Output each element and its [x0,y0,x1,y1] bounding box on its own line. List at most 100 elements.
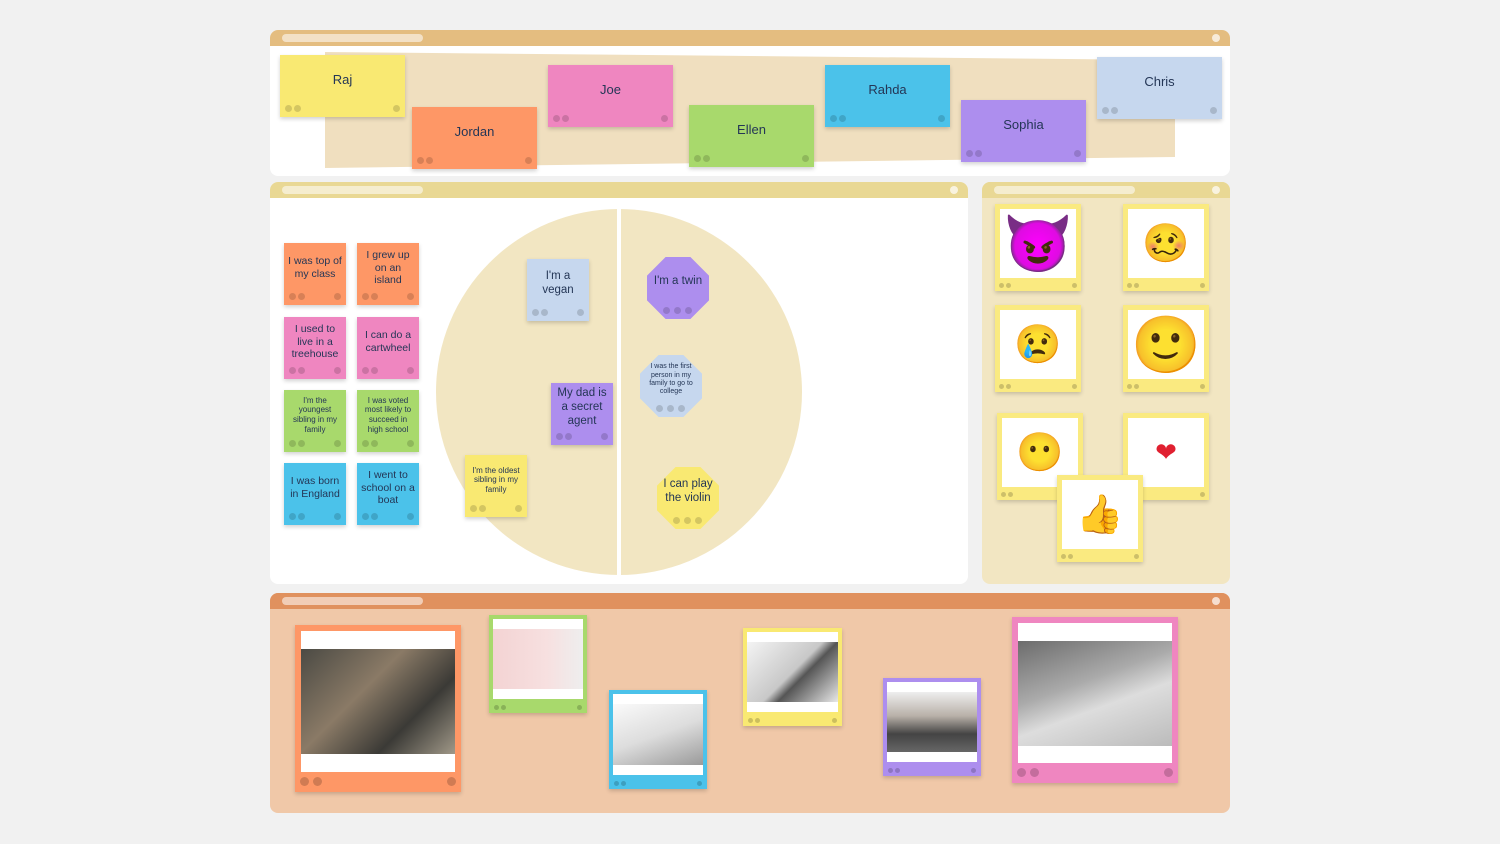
frame-handle[interactable] [1212,186,1220,194]
note-dot [601,433,608,440]
photo-card[interactable] [883,678,981,776]
note-dot [515,505,522,512]
note-dot [695,517,702,524]
note-dot [298,440,305,447]
note-dot [525,157,532,164]
sticky-note[interactable]: Chris [1097,57,1222,119]
note-dot [417,157,424,164]
sticky-note[interactable]: Raj [280,55,405,117]
frame-handle[interactable] [1212,597,1220,605]
note-text: I'm a vegan [542,270,574,296]
note-dot [298,513,305,520]
note-dot [703,155,710,162]
team-meeting-photo [301,648,455,755]
frame-header[interactable] [982,182,1230,198]
note-dot [289,293,296,300]
sticky-note[interactable]: Rahda [825,65,950,127]
note-dot [667,405,674,412]
note-dot [362,293,369,300]
sticky-note[interactable]: My dad is a secret agent [551,383,613,445]
note-text: I went to school on a boat [361,469,415,507]
sticky-note[interactable]: I was the first person in my family to g… [640,355,702,417]
note-dot [802,155,809,162]
note-dot [334,440,341,447]
note-dot [407,293,414,300]
note-text: I was voted most likely to succeed in hi… [364,395,412,434]
sticky-note[interactable]: I can do a cartwheel [357,317,419,379]
sticky-note[interactable]: I'm a twin [647,257,709,319]
note-dot [294,105,301,112]
note-dot [470,505,477,512]
photo-card[interactable] [609,690,707,789]
photo-card[interactable] [489,615,587,713]
sticky-note[interactable]: Joe [548,65,673,127]
note-dot [975,150,982,157]
note-dot [541,309,548,316]
note-text: I used to live in a treehouse [291,323,339,361]
note-dot [556,433,563,440]
frame-header[interactable] [270,30,1230,46]
note-dot [938,115,945,122]
photo-card[interactable] [1012,617,1178,783]
note-text: Raj [332,72,353,88]
frame-handle[interactable] [950,186,958,194]
note-dot [371,293,378,300]
note-dot [334,293,341,300]
frame-title-bar [994,186,1135,194]
sticky-note[interactable]: I grew up on an island [357,243,419,305]
note-dot [407,440,414,447]
note-dot [298,293,305,300]
note-dot [479,505,486,512]
frame-title-bar [282,597,423,605]
emoji-card[interactable]: 😈 [995,204,1081,291]
sticky-note[interactable]: I was top of my class [284,243,346,305]
emoji-card[interactable]: 😢 [995,305,1081,392]
frame-header[interactable] [270,182,968,198]
sticky-note[interactable]: I can play the violin [657,467,719,529]
note-text: I can do a cartwheel [364,329,412,354]
note-dot [371,367,378,374]
sticky-note[interactable]: Jordan [412,107,537,169]
photo-card[interactable] [743,628,842,726]
sticky-note[interactable]: I was born in England [284,463,346,525]
note-text: I grew up on an island [366,249,410,287]
sticky-note[interactable]: Sophia [961,100,1086,162]
note-text: Chris [1144,74,1175,90]
sticky-note[interactable]: I'm the oldest sibling in my family [465,455,527,517]
note-dot [426,157,433,164]
sticky-note[interactable]: I'm the youngest sibling in my family [284,390,346,452]
note-text: I was the first person in my family to g… [649,363,693,396]
frame-header[interactable] [270,593,1230,609]
smiling-devil-icon: 😈 [1000,209,1076,278]
note-dot [684,517,691,524]
emoji-card[interactable]: 🙂 [1123,305,1209,392]
sticky-note[interactable]: Ellen [689,105,814,167]
note-dot [1074,150,1081,157]
note-dot [966,150,973,157]
emoji-card[interactable]: 🥴 [1123,204,1209,291]
note-dot [298,367,305,374]
note-dot [407,513,414,520]
note-dot [678,405,685,412]
note-dot [565,433,572,440]
sticky-note[interactable]: I was voted most likely to succeed in hi… [357,390,419,452]
note-dot [663,307,670,314]
smiley-face-icon: 🙂 [1128,310,1204,379]
emoji-card[interactable]: 👍 [1057,475,1143,562]
office-photo [887,692,977,752]
frame-handle[interactable] [1212,34,1220,42]
note-dot [839,115,846,122]
note-dot [289,367,296,374]
note-dot [673,517,680,524]
note-dot [830,115,837,122]
note-dot [407,367,414,374]
note-dot [532,309,539,316]
note-dot [661,115,668,122]
workspace-topdown-photo [747,642,838,702]
sticky-note[interactable]: I used to live in a treehouse [284,317,346,379]
note-dot [562,115,569,122]
sticky-note[interactable]: I went to school on a boat [357,463,419,525]
note-text: I'm a twin [653,275,703,288]
photo-card[interactable] [295,625,461,792]
sticky-note[interactable]: I'm a vegan [527,259,589,321]
